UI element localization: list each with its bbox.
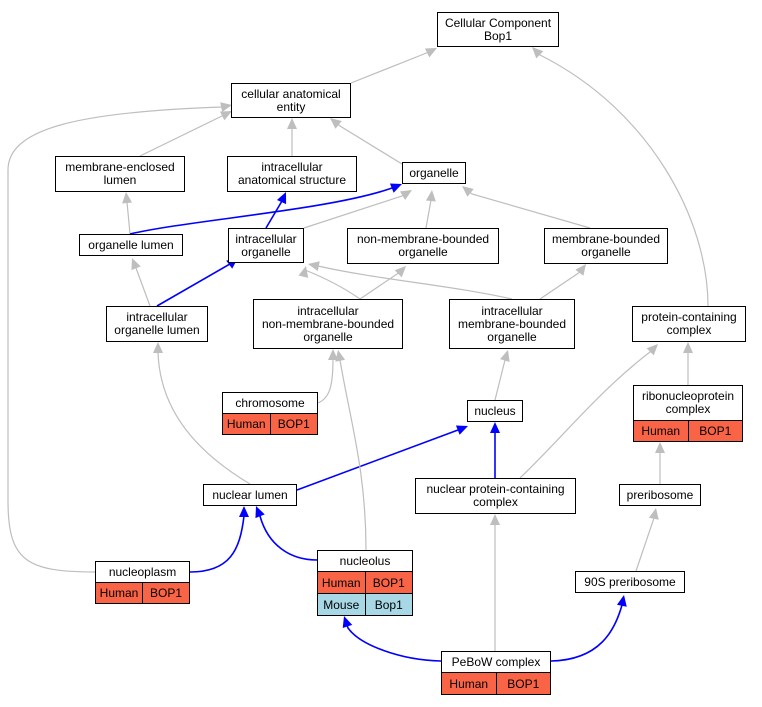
edge-io-to-org-arrowhead [399,190,412,200]
edge-pre90s-to-preribosome [635,512,656,572]
edge-nl-to-nucleus-arrowhead [455,425,468,435]
node-intracellular-organelle[interactable]: intracellular organelle [228,228,304,263]
edge-inmbo-to-nmbo [359,268,404,300]
species-label: Human [321,575,361,590]
species-label: Human [641,424,681,438]
node-pebow-complex[interactable]: PeBoW complex [441,651,551,673]
edge-pcc-to-cc-arrowhead [532,47,544,59]
edge-mel-to-cae-arrowhead [219,111,232,121]
edge-pebow-to-nucleolus [345,621,442,662]
edge-cae-to-cc-arrowhead [424,48,437,58]
edge-nucleoplasm-to-cae-arrowhead [220,102,232,113]
gene-label: BOP1 [687,421,743,441]
edge-org-to-cae-arrowhead [330,118,342,129]
edge-npcc-to-pcc-arrowhead [646,344,658,356]
edge-nl-to-iol-arrowhead [153,342,163,353]
edge-pebow-to-npcc-arrowhead [490,514,500,525]
edge-io-to-ias-arrowhead [276,192,287,205]
edge-iol-to-ol [133,262,151,307]
node-chromosome[interactable]: chromosome [222,392,318,414]
edge-imbo-to-io [312,264,513,300]
edge-nucleolus-to-inmbo [338,354,367,551]
node-nucleus[interactable]: nucleus [467,400,523,422]
annotation-ribonucleoprotein-human: Human BOP1 [633,420,743,442]
edge-nucleolus-to-nl [257,510,318,561]
edge-rnp-to-pcc-arrowhead [683,342,693,353]
edge-nucleoplasm-to-cae [7,105,228,573]
edge-mel-to-cae [139,112,228,157]
edge-pcc-to-cc [535,50,709,307]
node-organelle[interactable]: organelle [402,162,466,184]
edge-pebow-to-nucleolus-arrowhead [342,616,353,629]
edge-inmbo-to-nmbo-arrowhead [394,266,406,278]
species-label: Mouse [323,597,360,612]
edge-nucleoplasm-to-nl [189,511,245,573]
edge-ol-to-mel-arrowhead [122,192,133,204]
node-membrane-bounded-organelle[interactable]: membrane-bounded organelle [544,228,668,264]
node-intracellular-membrane-bounded-organelle[interactable]: intracellular membrane-bounded organelle [449,299,575,349]
node-non-membrane-bounded-organelle[interactable]: non-membrane-bounded organelle [347,228,499,264]
annotation-nucleoplasm-human: Human BOP1 [95,582,190,604]
node-ribonucleoprotein-complex[interactable]: ribonucleoprotein complex [633,385,743,421]
gene-label: BOP1 [495,673,551,694]
gene-label: Bop1 [364,594,413,615]
edge-pebow-to-90s [550,599,624,662]
edge-npcc-to-pcc [519,347,655,479]
edge-npcc-to-nucleus-arrowhead [490,422,500,433]
node-nucleolus[interactable]: nucleolus [317,550,413,572]
node-protein-containing-complex[interactable]: protein-containing complex [632,306,746,342]
node-cellular-anatomical-entity[interactable]: cellular anatomical entity [231,83,351,118]
edge-chromosome-to-inmbo-arrowhead [328,349,338,360]
node-90s-preribosome[interactable]: 90S preribosome [575,571,685,593]
edge-nucleolus-to-nl-arrowhead [255,506,265,519]
node-membrane-enclosed-lumen[interactable]: membrane-enclosed lumen [55,156,185,192]
edge-ol-to-org [129,185,398,235]
edge-nucleus-to-imbo [494,354,508,401]
annotation-nucleolus-mouse: Mouse Bop1 [317,593,413,616]
node-nucleoplasm[interactable]: nucleoplasm [95,561,190,583]
annotation-chromosome-human: Human BOP1 [222,413,318,435]
edge-mbo-to-org [466,189,591,229]
edge-preribosome-to-rnp-arrowhead [655,442,665,453]
edge-chromosome-to-inmbo [317,354,334,404]
species-label: Human [99,586,139,600]
edge-ias-to-cae-arrowhead [287,118,297,129]
edge-nucleus-to-imbo-arrowhead [500,350,510,362]
gene-label: BOP1 [364,572,413,593]
node-intracellular-anatomical-structure[interactable]: intracellular anatomical structure [227,156,357,192]
annotation-pebow-human: Human BOP1 [441,672,551,695]
edge-iol-to-io [156,260,235,307]
node-intracellular-non-membrane-bounded-organelle[interactable]: intracellular non-membrane-bounded organ… [253,299,403,349]
node-intracellular-organelle-lumen[interactable]: intracellular organelle lumen [106,306,208,342]
gene-label: BOP1 [142,583,189,603]
edge-inmbo-to-io-arrowhead [298,266,309,278]
node-nuclear-protein-containing-complex[interactable]: nuclear protein-containing complex [415,478,576,514]
edge-cae-to-cc [350,49,434,84]
node-preribosome[interactable]: preribosome [619,484,701,506]
edge-nl-to-iol [157,347,251,485]
edge-imbo-to-mbo [539,267,584,300]
edge-nmbo-to-org-arrowhead [425,190,436,202]
edge-ol-to-org-arrowhead [389,183,402,193]
species-label: Human [226,417,266,431]
edge-nucleolus-to-inmbo-arrowhead [335,350,346,362]
edge-imbo-to-io-arrowhead [308,261,320,272]
edge-nucleoplasm-to-nl-arrowhead [239,506,249,517]
node-nuclear-lumen[interactable]: nuclear lumen [203,484,297,506]
node-cellular-component[interactable]: Cellular Component Bop1 [437,12,559,47]
species-label: Human [449,676,489,691]
edge-pebow-to-90s-arrowhead [616,595,627,607]
edge-pre90s-to-preribosome-arrowhead [648,508,659,520]
edge-mbo-to-org-arrowhead [462,186,474,197]
node-organelle-lumen[interactable]: organelle lumen [79,234,183,256]
annotation-nucleolus-human: Human BOP1 [317,571,413,594]
edge-iol-to-ol-arrowhead [131,258,141,271]
gene-label: BOP1 [269,414,318,434]
edge-imbo-to-mbo-arrowhead [575,264,586,276]
